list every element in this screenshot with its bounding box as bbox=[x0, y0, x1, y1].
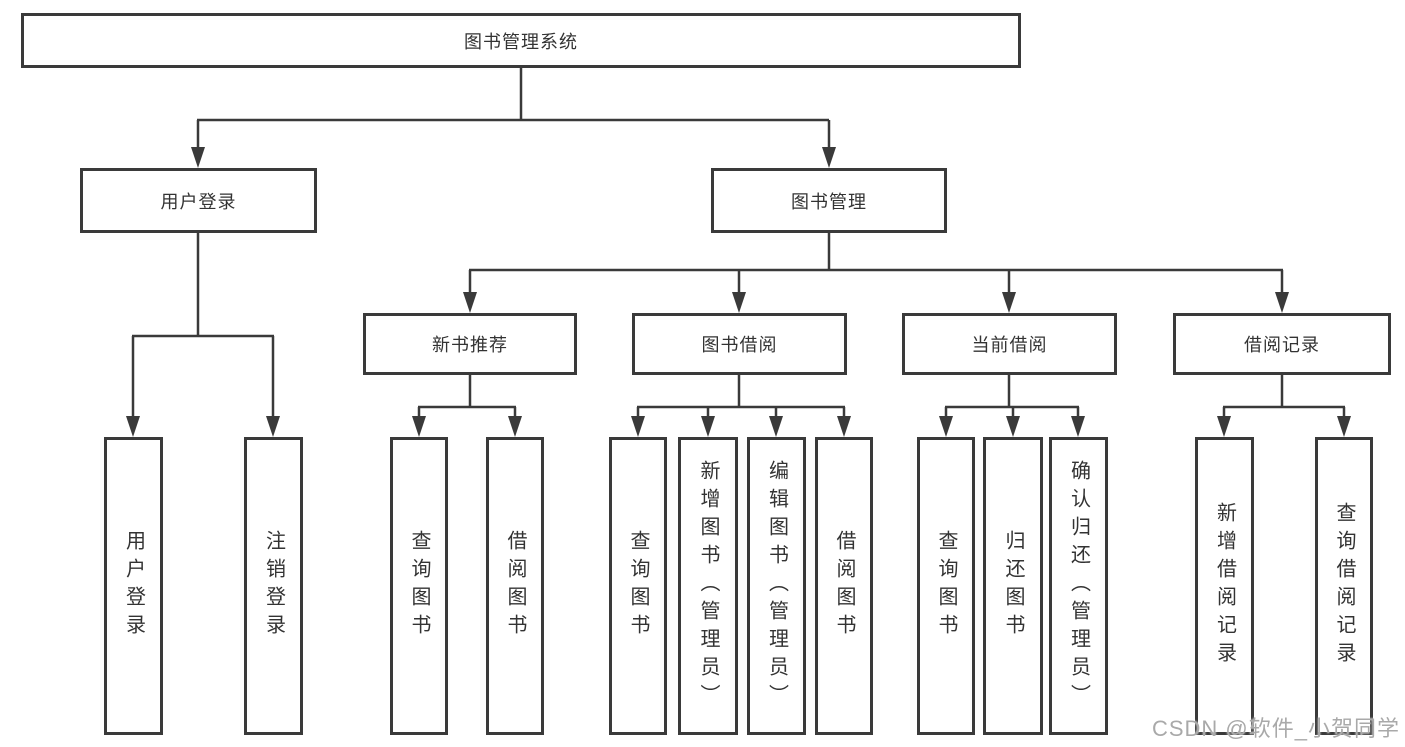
node-label: 新增图书（管理员） bbox=[697, 460, 719, 712]
leaf-query-books-current: 查询图书 bbox=[917, 437, 975, 735]
leaf-add-books-admin: 新增图书（管理员） bbox=[678, 437, 738, 735]
node-book-management: 图书管理 bbox=[711, 168, 947, 233]
node-label: 查询借阅记录 bbox=[1333, 502, 1355, 670]
leaf-return-books: 归还图书 bbox=[983, 437, 1043, 735]
node-user-login: 用户登录 bbox=[80, 168, 317, 233]
node-label: 确认归还（管理员） bbox=[1067, 460, 1090, 712]
node-label: 编辑图书（管理员） bbox=[765, 460, 788, 712]
leaf-query-books-borrow: 查询图书 bbox=[609, 437, 667, 735]
node-label: 新书推荐 bbox=[432, 335, 508, 355]
arrowheads bbox=[126, 147, 1351, 437]
node-label: 图书借阅 bbox=[701, 335, 778, 355]
node-label: 当前借阅 bbox=[971, 335, 1048, 355]
node-label: 图书管理 bbox=[791, 191, 867, 212]
leaf-query-books-recommend: 查询图书 bbox=[390, 437, 448, 735]
node-label: 图书管理系统 bbox=[464, 31, 578, 52]
leaf-user-login: 用户登录 bbox=[104, 437, 163, 735]
node-label: 借阅图书 bbox=[504, 530, 526, 642]
node-label: 查询图书 bbox=[408, 530, 430, 642]
node-label: 借阅图书 bbox=[833, 530, 855, 642]
leaf-borrow-books-recommend: 借阅图书 bbox=[486, 437, 544, 735]
node-label: 查询图书 bbox=[627, 530, 649, 642]
node-label: 用户登录 bbox=[122, 530, 145, 642]
watermark: CSDN @软件_小贺同学 bbox=[1151, 716, 1400, 741]
node-current-borrowing: 当前借阅 bbox=[902, 313, 1117, 375]
leaf-borrow-books-borrow: 借阅图书 bbox=[815, 437, 873, 735]
node-label: 注销登录 bbox=[262, 530, 285, 642]
leaf-add-borrow-record: 新增借阅记录 bbox=[1195, 437, 1254, 735]
leaf-edit-books-admin: 编辑图书（管理员） bbox=[747, 437, 806, 735]
node-label: 借阅记录 bbox=[1244, 335, 1320, 355]
node-new-book-recommendation: 新书推荐 bbox=[363, 313, 577, 375]
node-label: 新增借阅记录 bbox=[1213, 502, 1236, 670]
node-book-borrowing: 图书借阅 bbox=[632, 313, 847, 375]
leaf-logout-login: 注销登录 bbox=[244, 437, 303, 735]
node-label: 用户登录 bbox=[160, 191, 237, 212]
leaf-confirm-return-admin: 确认归还（管理员） bbox=[1049, 437, 1108, 735]
node-label: 查询图书 bbox=[935, 530, 957, 642]
node-library-management-system: 图书管理系统 bbox=[21, 13, 1021, 68]
node-borrowing-records: 借阅记录 bbox=[1173, 313, 1391, 375]
leaf-query-borrow-record: 查询借阅记录 bbox=[1315, 437, 1373, 735]
node-label: 归还图书 bbox=[1002, 530, 1024, 642]
